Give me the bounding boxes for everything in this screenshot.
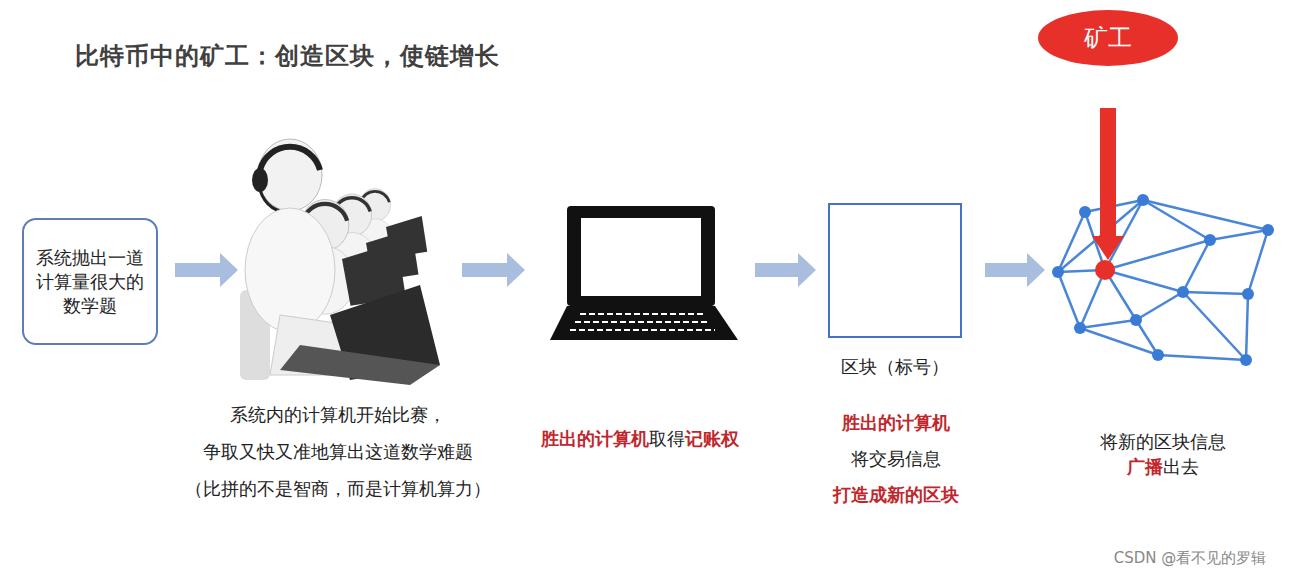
label: 取得 bbox=[649, 427, 685, 451]
block-square bbox=[828, 203, 962, 338]
label-row: 打造成新的区块 bbox=[833, 483, 959, 507]
label-row: 胜出的计算机 bbox=[842, 411, 950, 435]
node-text: 区块（标号） bbox=[808, 355, 982, 379]
label: 胜出的计算机 bbox=[842, 411, 950, 435]
label-row: （比拼的不是智商，而是计算机算力） bbox=[185, 477, 491, 501]
node-text: 系统抛出一道计算量很大的数学题 bbox=[34, 246, 146, 318]
title: 比特币中的矿工：创造区块，使链增长 bbox=[75, 40, 500, 72]
people-computers bbox=[240, 139, 440, 385]
label: 打造成新的区块 bbox=[833, 483, 959, 507]
label: 争取又快又准地算出这道数学难题 bbox=[203, 440, 473, 464]
label: CSDN @看不见的罗辑 bbox=[1114, 549, 1267, 568]
label: 记账权 bbox=[685, 427, 739, 451]
label: （比拼的不是智商，而是计算机算力） bbox=[185, 477, 491, 501]
laptop bbox=[550, 206, 738, 340]
network bbox=[1052, 194, 1274, 366]
label-row: 广播出去 bbox=[1127, 455, 1199, 479]
label: 将新的区块信息 bbox=[1100, 430, 1226, 454]
block-node: 区块（标号） bbox=[808, 203, 982, 383]
miner-arrow bbox=[1092, 108, 1124, 260]
label: 将交易信息 bbox=[851, 447, 941, 471]
label-row: 将新的区块信息 bbox=[1100, 430, 1226, 454]
label: 广播 bbox=[1127, 455, 1163, 479]
label-row: 争取又快又准地算出这道数学难题 bbox=[203, 440, 473, 464]
label-row: CSDN @看不见的罗辑 bbox=[1114, 549, 1267, 568]
label: 胜出的计算机 bbox=[541, 427, 649, 451]
label-row: 将交易信息 bbox=[851, 447, 941, 471]
label-row: 胜出的计算机取得记账权 bbox=[541, 427, 739, 451]
node-text: 矿工 bbox=[1084, 22, 1132, 54]
task-box: 系统抛出一道计算量很大的数学题 bbox=[22, 218, 158, 345]
label: 系统内的计算机开始比赛， bbox=[230, 403, 446, 427]
label-row: 系统内的计算机开始比赛， bbox=[230, 403, 446, 427]
label: 出去 bbox=[1163, 455, 1199, 479]
miner-ellipse: 矿工 bbox=[1038, 10, 1178, 66]
